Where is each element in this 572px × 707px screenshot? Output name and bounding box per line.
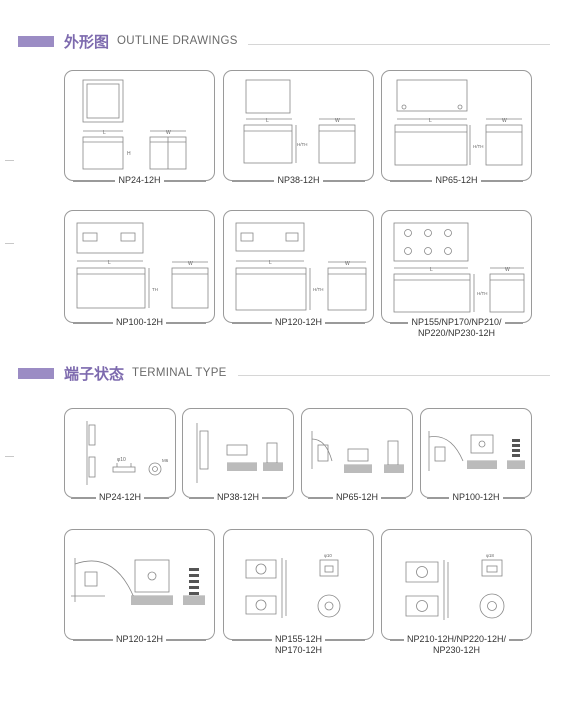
svg-text:H/TH: H/TH xyxy=(297,142,308,147)
outline-card-np24: L W H NP24-12H xyxy=(64,70,215,185)
terminal-drawing-np38 xyxy=(196,423,283,483)
dim-height: H xyxy=(127,151,131,157)
svg-text:L: L xyxy=(266,118,269,124)
section-divider xyxy=(238,375,550,376)
svg-text:L: L xyxy=(430,267,433,273)
outline-drawing-np24: L W H xyxy=(82,79,187,170)
svg-text:φ10: φ10 xyxy=(117,457,126,463)
terminal-drawing-np24: φ10 M6 xyxy=(86,421,169,485)
svg-text:W: W xyxy=(502,118,507,124)
terminal-card-np65: NP65-12H xyxy=(301,408,413,502)
dim-width: W xyxy=(166,130,171,136)
section-title-cn: 外形图 xyxy=(64,32,110,51)
terminal-card-np100: NP100-12H xyxy=(420,408,532,502)
terminal-card-np120: NP120-12H xyxy=(64,529,215,644)
outline-drawing-np120: L W H/TH xyxy=(235,222,367,311)
card-label: NP65-12H xyxy=(432,175,481,185)
card-label-line1: NP210-12H/NP220-12H/ xyxy=(403,634,510,644)
card-label: NP38-12H xyxy=(213,492,263,502)
card-label: NP24-12H xyxy=(95,492,145,502)
terminal-drawing-np65 xyxy=(311,431,404,473)
outline-drawing-np38: L W H/TH xyxy=(243,79,356,164)
section-divider xyxy=(248,44,550,45)
card-label: NP100-12H xyxy=(449,492,503,502)
section-accent-bar xyxy=(18,35,54,47)
outline-card-np155-230: L W H/TH NP155/NP170/NP210/NP220/NP230-1… xyxy=(381,210,532,339)
svg-text:W: W xyxy=(505,267,510,273)
svg-text:H/TH: H/TH xyxy=(473,144,484,149)
svg-text:H/TH: H/TH xyxy=(313,287,324,292)
svg-text:H/TH: H/TH xyxy=(477,291,488,296)
outline-section-header: 外形图 OUTLINE DRAWINGS xyxy=(18,31,238,51)
svg-text:L: L xyxy=(429,118,432,124)
svg-text:φ10: φ10 xyxy=(324,553,332,558)
card-label-line1: NP155-12H xyxy=(271,634,326,644)
outline-drawing-np155-230: L W H/TH xyxy=(393,222,525,313)
outline-drawing-np100: L W TH xyxy=(76,222,209,309)
side-tick xyxy=(5,456,14,457)
svg-text:W: W xyxy=(345,261,350,267)
card-label: NP24-12H xyxy=(115,175,164,185)
dim-length: L xyxy=(103,130,106,136)
section-accent-bar xyxy=(18,367,54,379)
svg-text:W: W xyxy=(335,118,340,124)
terminal-drawing-np210-230: φ18 xyxy=(405,553,505,620)
terminal-drawing-np155-170: φ10 xyxy=(245,553,341,618)
svg-text:W: W xyxy=(188,261,193,267)
card-label-line2: NP220/NP230-12H xyxy=(382,328,531,339)
terminal-section-header: 端子状态 TERMINAL TYPE xyxy=(18,363,227,383)
terminal-card-np24: φ10 M6 NP24-12H xyxy=(64,408,176,502)
section-title-cn: 端子状态 xyxy=(64,364,125,383)
svg-text:TH: TH xyxy=(152,287,158,292)
section-title-en: OUTLINE DRAWINGS xyxy=(117,35,238,47)
card-label-line2: NP170-12H xyxy=(224,645,373,656)
terminal-card-np210-230: φ18 NP210-12H/NP220-12H/NP230-12H xyxy=(381,529,532,656)
outline-card-np120: L W H/TH NP120-12H xyxy=(223,210,374,327)
card-label: NP120-12H xyxy=(271,317,326,327)
side-tick xyxy=(5,243,14,244)
card-label: NP120-12H xyxy=(112,634,167,644)
section-title-en: TERMINAL TYPE xyxy=(132,367,227,379)
card-label: NP100-12H xyxy=(112,317,167,327)
outline-card-np38: L W H/TH NP38-12H xyxy=(223,70,374,185)
card-label: NP65-12H xyxy=(332,492,382,502)
side-tick xyxy=(5,160,14,161)
card-label-line2: NP230-12H xyxy=(382,645,531,656)
terminal-card-np38: NP38-12H xyxy=(182,408,294,502)
svg-text:M6: M6 xyxy=(162,458,169,463)
outline-card-np100: L W TH NP100-12H xyxy=(64,210,215,327)
terminal-drawing-np120 xyxy=(71,558,205,605)
outline-card-np65: L W H/TH NP65-12H xyxy=(381,70,532,185)
card-label-line1: NP155/NP170/NP210/ xyxy=(408,317,505,327)
svg-text:L: L xyxy=(108,260,111,266)
outline-drawing-np65: L W H/TH xyxy=(394,79,523,166)
card-label: NP38-12H xyxy=(274,175,323,185)
svg-text:φ18: φ18 xyxy=(486,553,494,558)
terminal-drawing-np100 xyxy=(428,431,525,471)
svg-text:L: L xyxy=(269,260,272,266)
